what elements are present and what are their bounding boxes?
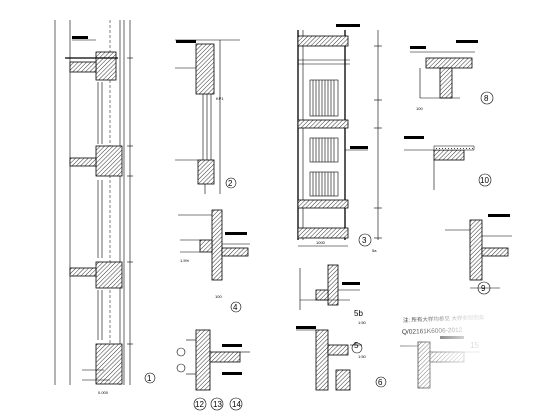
atlas-code: Q/02161K6006-2012 (402, 327, 463, 336)
detail-number-8: 8 (484, 94, 489, 103)
svg-text:1.5%: 1.5% (180, 258, 190, 263)
svg-text:100: 100 (416, 106, 423, 111)
detail-3-railing-elevation: 1000 3 5a (297, 24, 382, 253)
detail-12-14-base-section: 12 13 14 (176, 329, 250, 411)
title-note: 注: 所有大样均参见 大样参照图集 (403, 313, 485, 324)
detail-4-slab-junction: 1.5% 100 4 (178, 209, 250, 313)
svg-text:5a: 5a (372, 248, 377, 253)
detail-1-wall-section: 0.000 1 (54, 20, 156, 395)
detail-9-roof-edge: 9 (445, 214, 512, 295)
detail-number-2: 2 (228, 179, 233, 188)
detail-5-6-sill-section: 5 1:50 6 (296, 326, 387, 391)
detail-number-13: 13 (213, 400, 222, 409)
detail-number-3: 3 (362, 236, 367, 245)
detail-number-12: 12 (195, 400, 204, 409)
detail-number-5: 5 (354, 341, 359, 350)
detail-number-14: 14 (232, 400, 241, 409)
detail-15-base-section: 15 (400, 336, 480, 389)
detail-8-cornice-section: 100 8 (410, 40, 494, 111)
detail-number-10: 10 (480, 176, 489, 185)
detail-number-9: 9 (481, 284, 486, 293)
detail-number-1: 1 (147, 374, 152, 383)
scale-label-5b: 1:50 (358, 320, 367, 325)
detail-2-window-section: KP1 2 (175, 39, 240, 194)
svg-text:100: 100 (215, 294, 222, 299)
svg-text:1000: 1000 (316, 240, 326, 245)
detail-5b-parapet-section: 5b 1:50 (299, 264, 367, 325)
svg-text:KP1: KP1 (216, 96, 224, 101)
detail-number-15: 15 (470, 341, 479, 350)
detail-number-6: 6 (378, 378, 383, 387)
detail-10-floor-edge: 10 (404, 136, 492, 190)
svg-text:0.000: 0.000 (98, 390, 109, 395)
scale-label-5: 1:50 (358, 354, 367, 359)
detail-number-5b: 5b (354, 309, 363, 318)
detail-number-4: 4 (233, 303, 238, 312)
